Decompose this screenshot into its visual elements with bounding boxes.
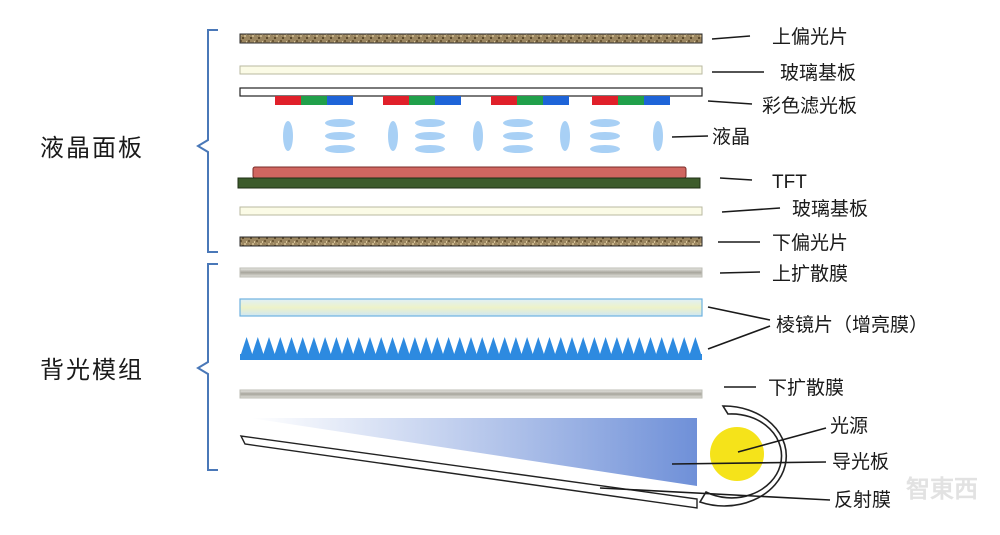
lc-molecule [590,132,620,140]
tft-base [237,177,701,189]
lc-molecule [653,121,663,151]
label-reflector: 反射膜 [834,489,891,511]
lamp-reflector [698,405,788,507]
filter-cell-green [301,96,327,105]
color-filter-substrate [239,87,703,97]
prism-base [240,354,702,360]
tft-array [252,166,687,179]
label-glass-substrate-top: 玻璃基板 [780,62,856,84]
glass-substrate-top-layer [239,65,703,75]
label-prism-sheet: 棱镜片（增亮膜） [776,314,928,336]
lc-molecule [283,121,293,151]
label-upper-polarizer: 上偏光片 [772,26,848,48]
lc-molecule [503,145,533,153]
glass-substrate-bottom-layer [239,206,703,216]
upper-polarizer-layer [239,33,703,44]
label-color-filter: 彩色滤光板 [762,95,857,117]
lc-molecule [325,145,355,153]
filter-cell-blue [644,96,670,105]
leader-light-guide [671,461,827,465]
backlight-brace [196,263,218,471]
lc-molecule [415,132,445,140]
leader-tft [719,177,753,181]
filter-cell-blue [435,96,461,105]
leader-upper-diffuser [719,271,761,274]
lc-molecule [325,132,355,140]
leader-prism-bottom [707,325,771,350]
filter-cell-red [491,96,517,105]
color-filter-cells [275,96,670,105]
group-label-lcd-panel: 液晶面板 [40,134,144,162]
light-source [710,427,764,481]
leader-reflector [599,487,831,501]
leader-color-filter [707,100,753,105]
leader-glass-bottom [721,207,781,213]
color-filter-layer [239,87,703,105]
prism-sheet-layer [239,298,703,360]
lc-molecule [503,132,533,140]
tft-layer [237,166,701,189]
filter-cell-green [517,96,543,105]
label-glass-substrate-bottom: 玻璃基板 [792,198,868,220]
leader-upper-polarizer [711,35,751,40]
lc-molecule [415,119,445,127]
group-label-backlight-module: 背光模组 [40,356,144,384]
lc-molecule [503,119,533,127]
label-liquid-crystal: 液晶 [712,126,750,148]
leader-liquid-crystal [671,135,709,138]
prism-film [239,298,703,317]
lc-molecule [590,119,620,127]
lcd-panel-brace [196,29,218,253]
leader-lines [599,35,831,501]
lc-molecule [388,121,398,151]
filter-cell-red [592,96,618,105]
lower-diffuser-layer [239,389,703,399]
label-lower-polarizer: 下偏光片 [772,232,848,254]
lc-molecule [415,145,445,153]
lower-polarizer-layer [239,236,703,247]
lc-molecule [325,119,355,127]
lc-molecule [590,145,620,153]
label-light-source: 光源 [830,415,868,437]
filter-cell-green [618,96,644,105]
watermark-logo: 智東西 [906,475,978,503]
label-tft: TFT [772,172,807,193]
label-upper-diffuser: 上扩散膜 [772,263,848,285]
leader-prism-top [707,306,771,321]
leader-light-source [737,427,827,453]
upper-diffuser-layer [239,267,703,278]
liquid-crystal-layer [283,119,663,153]
reflector-film [239,435,698,509]
filter-cell-blue [327,96,353,105]
label-light-guide-plate: 导光板 [832,451,889,473]
lc-molecule [560,121,570,151]
filter-cell-red [383,96,409,105]
light-guide-plate [250,418,697,486]
lc-molecule [473,121,483,151]
filter-cell-green [409,96,435,105]
prism-teeth [241,337,701,354]
label-lower-diffuser: 下扩散膜 [768,377,844,399]
filter-cell-red [275,96,301,105]
filter-cell-blue [543,96,569,105]
